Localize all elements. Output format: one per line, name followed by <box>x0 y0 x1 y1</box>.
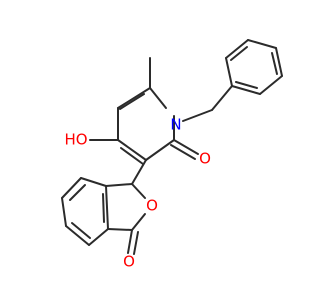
pyridone-carbonyl-bond <box>173 139 199 155</box>
phenyl-bond-4 <box>275 47 283 77</box>
hydroxyl-label: HO <box>64 131 87 149</box>
benzo-bond-1 <box>80 177 107 187</box>
benzo-bond-2 <box>61 177 82 199</box>
benzo-bond-4 <box>65 225 90 246</box>
c1-c7a-bond <box>105 183 133 187</box>
molecule-canvas: HO N O O O <box>61 39 283 271</box>
benzo-bond-5 <box>88 228 109 246</box>
c7a-c3a-bond <box>105 185 109 230</box>
bond-c4-c3 <box>117 139 147 161</box>
c1-o-bond <box>131 183 146 199</box>
benzo-bond-2-inner <box>69 184 86 201</box>
linker-bond <box>131 159 147 185</box>
pyridone-ring <box>117 87 175 165</box>
phenyl-bond-2 <box>225 39 249 59</box>
benzo-bond-6-inner <box>102 193 105 223</box>
bond-c6-c5 <box>117 87 151 109</box>
pyridone-carbonyl-double <box>170 144 196 160</box>
c3-c3a-bond <box>107 228 133 231</box>
pyridone-substituents <box>89 57 233 160</box>
phenyl-bond-4-inner <box>271 52 278 75</box>
n-ethyl-bond-2 <box>211 85 233 111</box>
benzo-bond-4-inner <box>71 222 91 239</box>
pyridone-oxygen-label: O <box>199 150 211 168</box>
bond-c3-c2 <box>145 139 175 161</box>
benzo-bond-3 <box>61 197 67 227</box>
n-ethyl-bond-1 <box>182 109 213 122</box>
phenyl-bond-2-inner <box>230 46 248 61</box>
phenyl-ring <box>225 39 283 95</box>
phenyl-bond-6-inner <box>235 81 258 89</box>
atom-labels: HO N O O O <box>64 116 210 271</box>
bond-c6-c5-double <box>119 93 145 110</box>
nitrogen-label: N <box>170 116 181 134</box>
phenyl-bond-1 <box>225 57 233 87</box>
bond-c4-c3-double <box>120 147 144 165</box>
chemical-structure-diagram: HO N O O O <box>61 39 283 271</box>
phenyl-bond-5 <box>259 75 283 95</box>
o-c3-bond <box>131 213 146 231</box>
lactone-carbonyl-bond <box>127 229 133 254</box>
bond-n1-c6 <box>149 87 167 109</box>
phenyl-bond-3 <box>247 39 277 49</box>
lactone-oxygen-label: O <box>123 253 135 271</box>
ring-oxygen-label: O <box>146 197 158 215</box>
lactone-carbonyl-double <box>133 231 139 255</box>
isobenzofuranone <box>61 159 147 255</box>
phenyl-bond-6 <box>231 85 261 95</box>
